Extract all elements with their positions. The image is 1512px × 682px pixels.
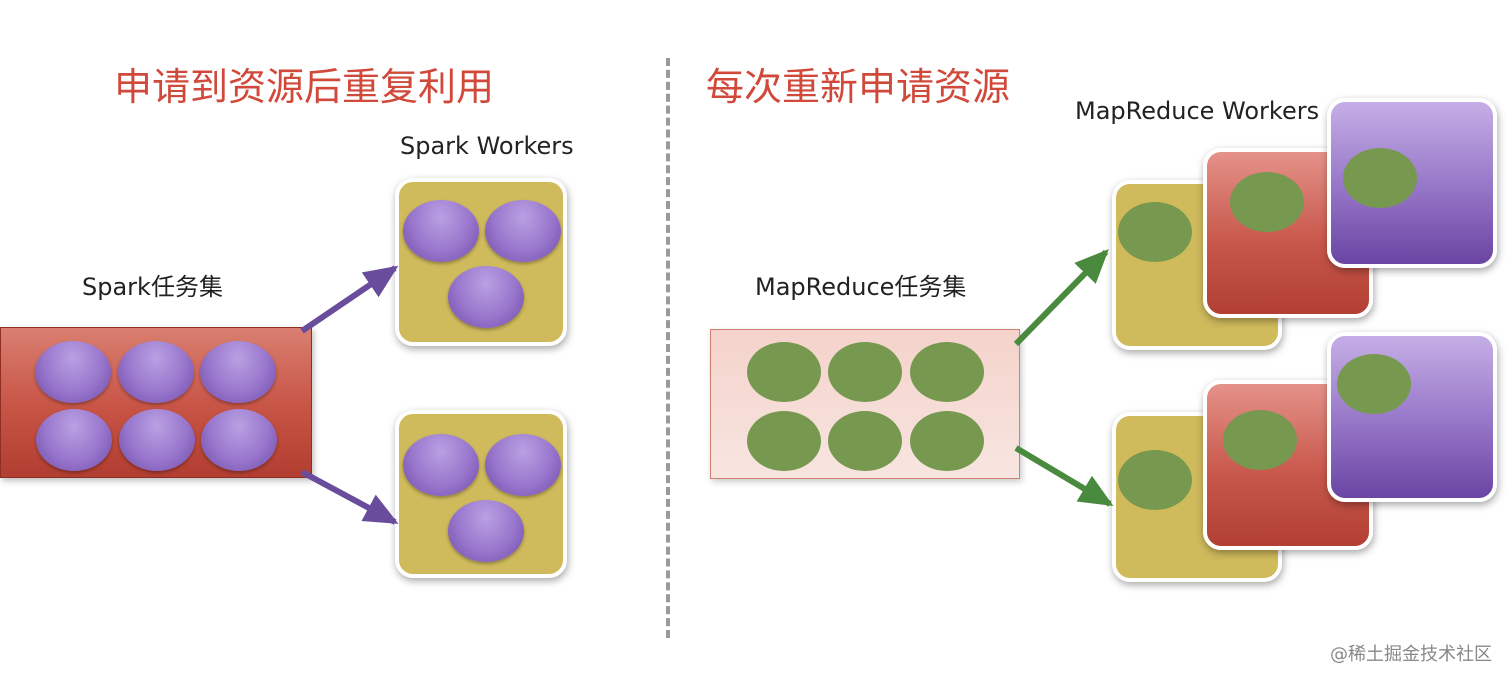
mapreduce-arrow-bottom <box>1014 445 1114 507</box>
spark-arrow-top <box>300 265 399 334</box>
spark-task <box>35 341 111 403</box>
spark-worker-bottom <box>395 410 567 578</box>
spark-task <box>403 434 479 496</box>
spark-task <box>119 409 195 471</box>
spark-task <box>448 266 524 328</box>
mapreduce-task <box>910 411 984 471</box>
spark-task <box>200 341 276 403</box>
mapreduce-task <box>1343 148 1417 208</box>
spark-task <box>403 200 479 262</box>
left-heading: 申请到资源后重复利用 <box>114 65 495 109</box>
mapreduce-task <box>828 342 902 402</box>
mapreduce-worker-purple-bottom <box>1327 332 1497 502</box>
mapreduce-workers-label: MapReduce Workers <box>1075 97 1320 125</box>
spark-worker-top <box>395 178 567 346</box>
spark-task <box>36 409 112 471</box>
spark-task <box>201 409 277 471</box>
mapreduce-task-set <box>710 329 1020 479</box>
mapreduce-task <box>1337 354 1411 414</box>
right-heading: 每次重新申请资源 <box>706 65 1011 109</box>
spark-arrow-bottom <box>300 469 399 525</box>
spark-task <box>485 434 561 496</box>
spark-task-set-label: Spark任务集 <box>82 273 223 301</box>
mapreduce-task <box>747 342 821 402</box>
spark-task <box>448 500 524 562</box>
section-divider <box>666 58 670 638</box>
spark-task <box>485 200 561 262</box>
mapreduce-worker-purple-top <box>1327 98 1497 268</box>
mapreduce-arrow-top <box>1013 249 1109 347</box>
spark-task-set <box>0 327 312 478</box>
mapreduce-task <box>1230 172 1304 232</box>
spark-workers-label: Spark Workers <box>400 132 574 160</box>
spark-task <box>118 341 194 403</box>
mapreduce-task <box>1118 202 1192 262</box>
mapreduce-task <box>828 411 902 471</box>
watermark: @稀土掘金技术社区 <box>1330 644 1492 665</box>
mapreduce-task <box>910 342 984 402</box>
mapreduce-task <box>1223 410 1297 470</box>
mapreduce-task <box>747 411 821 471</box>
mapreduce-task <box>1118 450 1192 510</box>
mapreduce-task-set-label: MapReduce任务集 <box>755 273 967 301</box>
